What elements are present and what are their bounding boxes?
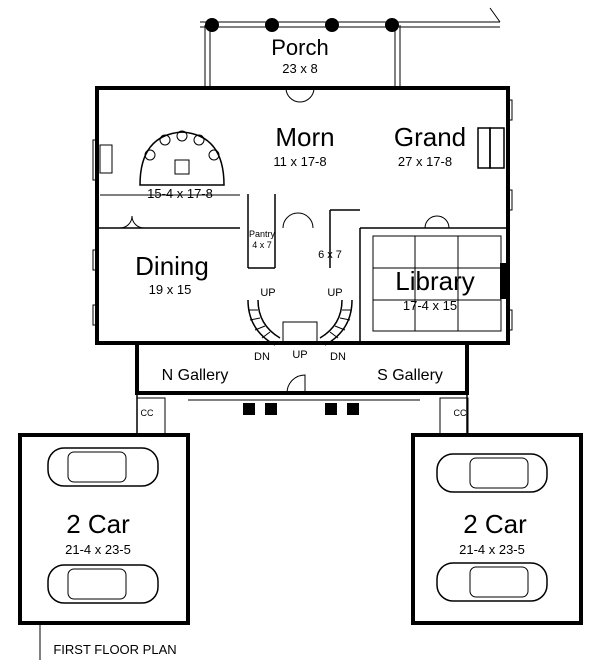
porch-column-4: [385, 18, 399, 32]
morn-label: Morn: [275, 122, 334, 152]
right-garage: [411, 433, 583, 625]
library-dims: 17-4 x 15: [403, 298, 457, 313]
staircases: [247, 299, 353, 346]
library-label: Library: [395, 266, 474, 296]
dining-dims: 19 x 15: [149, 282, 192, 297]
pantry-dims: 4 x 7: [252, 240, 272, 250]
library-shelves: [372, 235, 502, 332]
gallery-walls: [135, 341, 469, 436]
plan-title: FIRST FLOOR PLAN: [53, 642, 176, 657]
right-garage-label: 2 Car: [463, 509, 527, 539]
car-icon: [47, 447, 159, 487]
porch-column-1: [205, 18, 219, 32]
dining-label: Dining: [135, 251, 209, 281]
left-garage-label: 2 Car: [66, 509, 130, 539]
porch-label: Porch: [271, 35, 328, 60]
porch-column-2: [265, 18, 279, 32]
car-icon: [436, 453, 548, 493]
morn-dims: 11 x 17-8: [273, 154, 326, 169]
main-house-walls: [92, 86, 513, 345]
stair-up-right: UP: [327, 287, 342, 299]
left-garage: [18, 433, 190, 660]
grand-dims: 27 x 17-8: [398, 154, 452, 169]
pantry-label: Pantry: [249, 229, 276, 239]
car-icon: [436, 562, 548, 602]
s-gallery-label: S Gallery: [377, 367, 443, 384]
grand-label: Grand: [394, 122, 466, 152]
closet-left-label: CC: [141, 408, 154, 418]
car-icon: [47, 564, 159, 604]
kitchen-island: [99, 130, 240, 196]
bath-dims: 6 x 7: [318, 249, 342, 261]
left-garage-dims: 21-4 x 23-5: [65, 542, 131, 557]
stair-up-left: UP: [260, 287, 275, 299]
porch-area: [200, 7, 501, 88]
stair-dn-mid: DN: [330, 351, 346, 363]
porch-column-3: [325, 18, 339, 32]
kitchen-dims: 15-4 x 17-8: [147, 186, 213, 201]
stair-dn-left: DN: [254, 351, 270, 363]
porch-dims: 23 x 8: [282, 61, 317, 76]
stair-up-mid: UP: [292, 349, 307, 361]
closet-right-label: CC: [454, 408, 467, 418]
n-gallery-label: N Gallery: [162, 367, 229, 384]
right-garage-dims: 21-4 x 23-5: [459, 542, 525, 557]
